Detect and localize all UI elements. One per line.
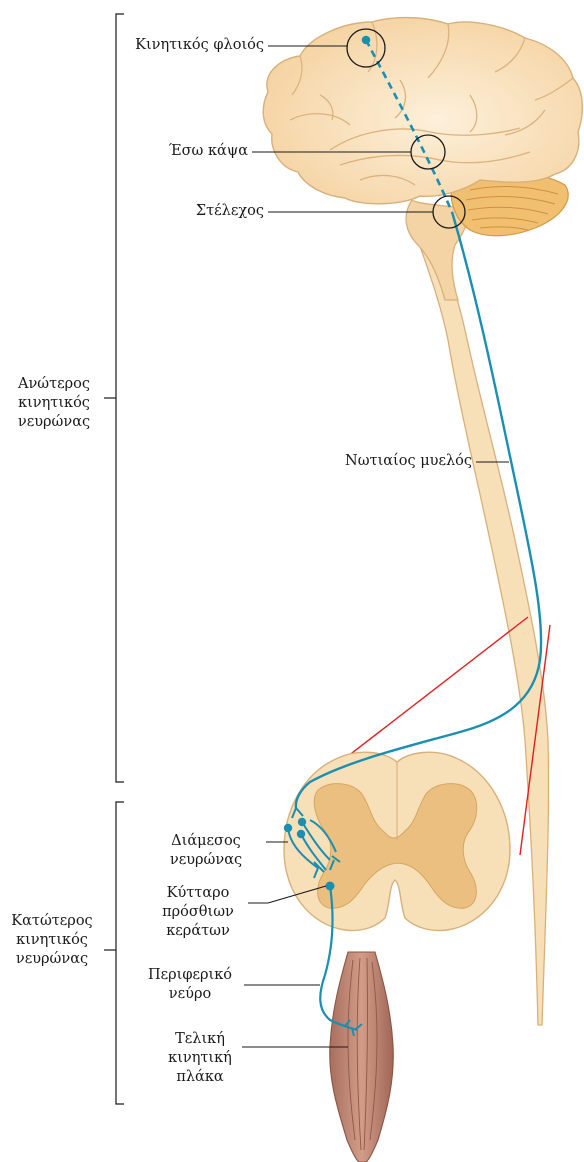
label-spinal-cord: Νωτιαίος μυελός [280,452,472,471]
interneuron-soma-3 [297,830,305,838]
upper-motor-neuron-line-1: Ανώτερος [4,375,104,394]
anterior-horn-line-3: κεράτων [150,922,246,941]
upper-motor-neuron-line-2: κινητικός [4,394,104,413]
motor-endplate-line-3: πλάκα [160,1068,240,1087]
anterior-horn-line-1: Κύτταρο [150,884,246,903]
label-brainstem: Στέλεχος [100,202,264,221]
label-anterior-horn-cell: Κύτταρο πρόσθιων κεράτων [150,884,246,941]
anterior-horn-line-2: πρόσθιων [150,903,246,922]
interneuron-soma-2 [298,818,306,826]
label-upper-motor-neuron: Ανώτερος κινητικός νευρώνας [4,375,104,432]
label-lower-motor-neuron: Κατώτερος κινητικός νευρώνας [0,912,104,969]
zoom-line-left [330,617,528,770]
upper-motor-neuron-line-3: νευρώνας [4,413,104,432]
lower-motor-neuron-line-1: Κατώτερος [0,912,104,931]
interneuron-line-1: Διάμεσος [150,832,262,851]
peripheral-nerve-line-1: Περιφερικό [138,966,242,985]
lower-motor-neuron-line-3: νευρώνας [0,950,104,969]
muscle [330,952,394,1162]
label-interneuron: Διάμεσος νευρώνας [150,832,262,870]
interneuron-soma-1 [284,824,292,832]
lower-motor-neuron-line-2: κινητικός [0,931,104,950]
motor-endplate-line-1: Τελική [160,1030,240,1049]
motor-cortex-soma [362,36,371,45]
brackets [104,14,124,1104]
label-motor-endplate: Τελική κινητική πλάκα [160,1030,240,1087]
motor-endplate-line-2: κινητική [160,1049,240,1068]
interneuron-line-2: νευρώνας [150,851,262,870]
label-peripheral-nerve: Περιφερικό νεύρο [138,966,242,1004]
label-internal-capsule: Έσω κάψα [100,142,248,161]
label-motor-cortex: Κινητικός φλοιός [100,36,264,55]
peripheral-nerve-line-2: νεύρο [138,985,242,1004]
